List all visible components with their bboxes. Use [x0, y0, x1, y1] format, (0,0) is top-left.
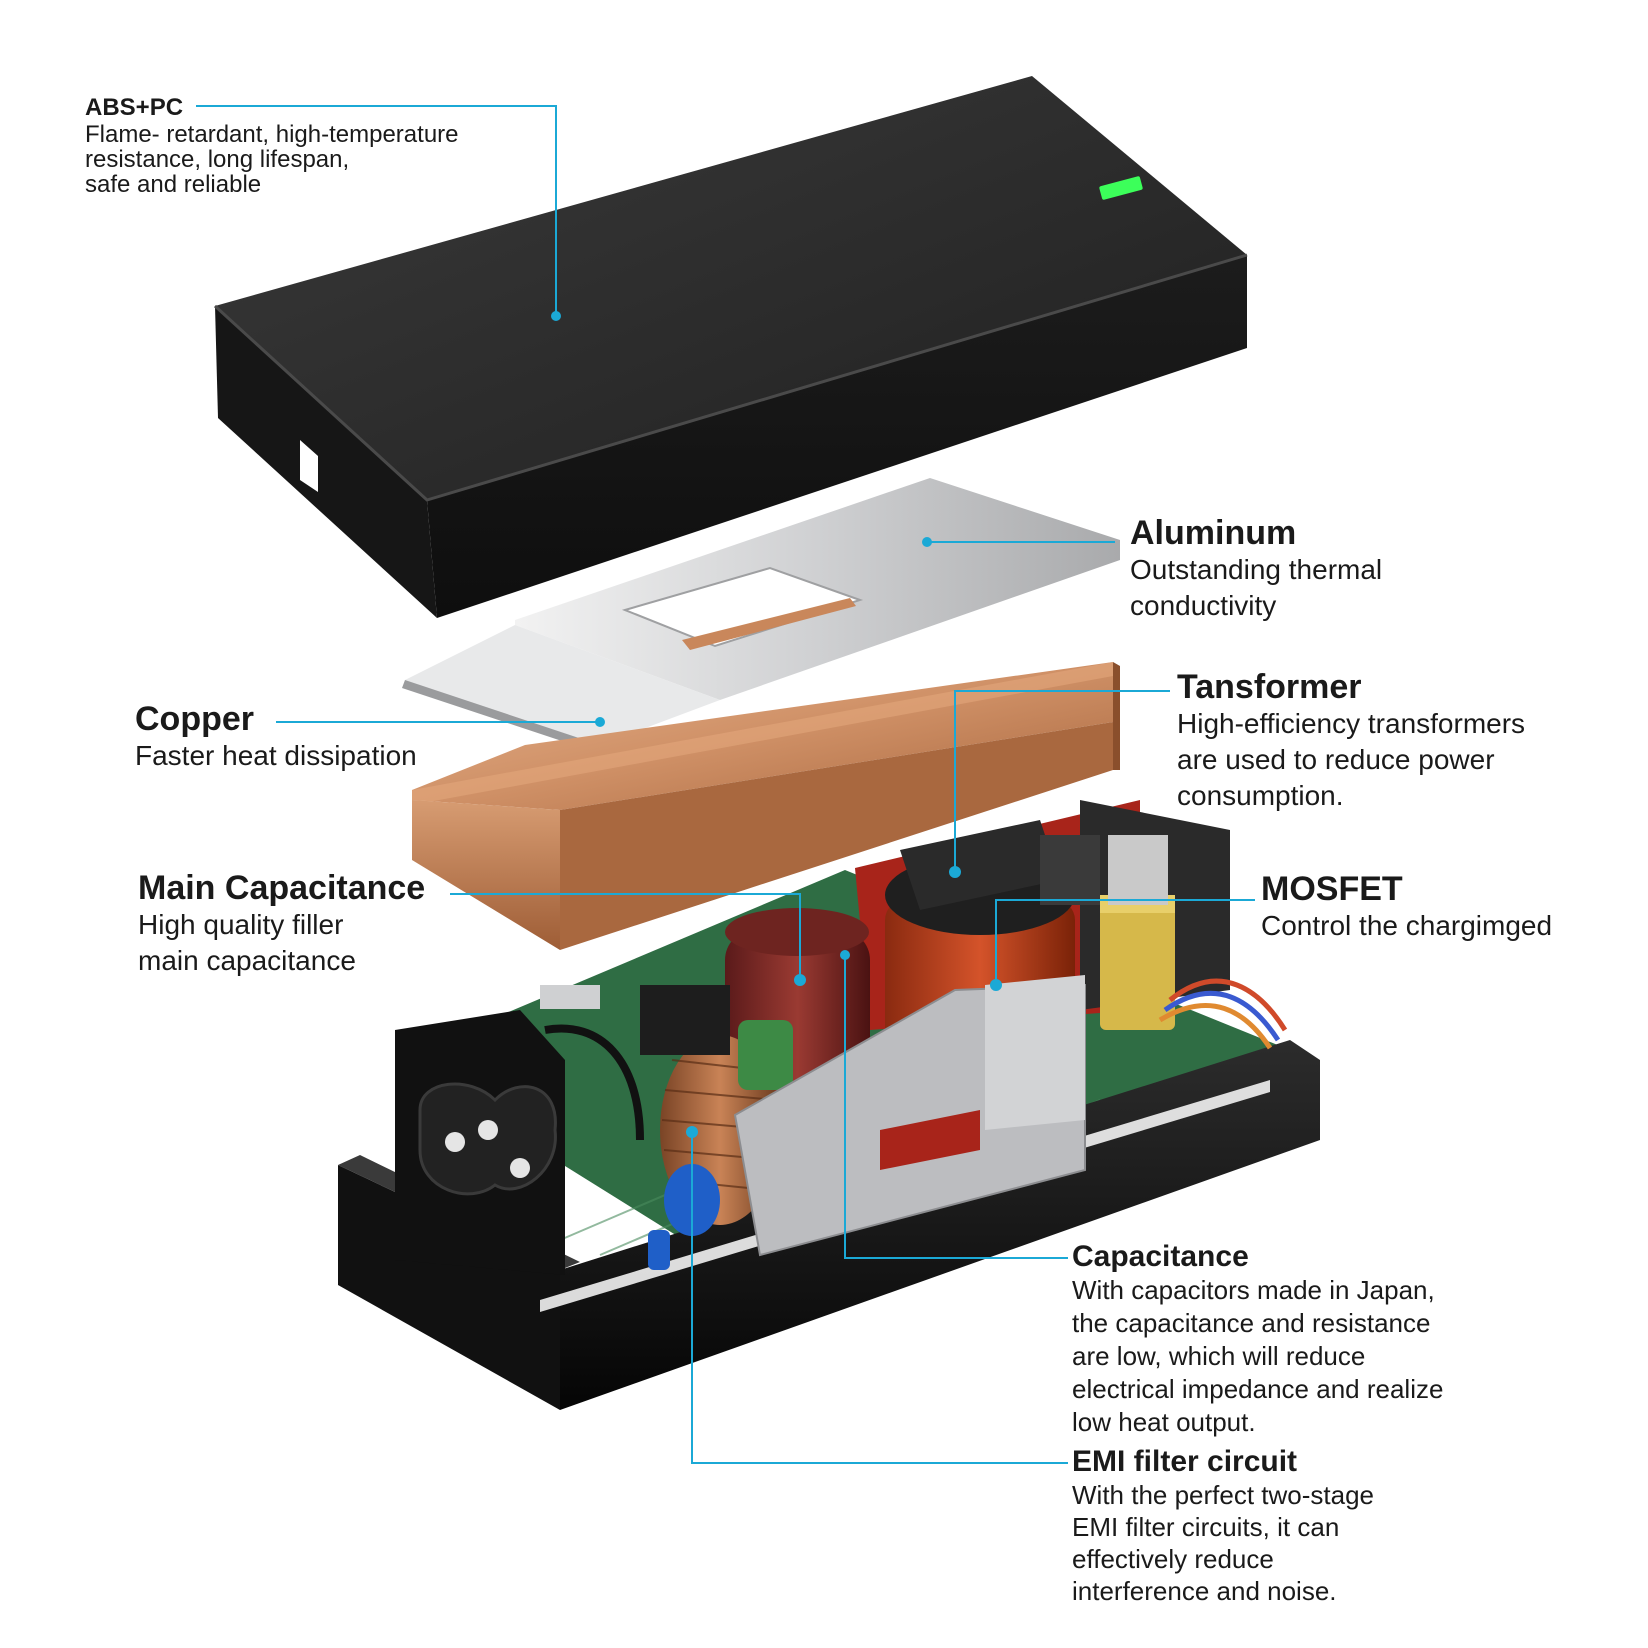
callout-emi-filter-title: EMI filter circuit	[1072, 1445, 1298, 1478]
callout-capacitance-title: Capacitance	[1072, 1240, 1249, 1273]
callout-transformer: Tansformer High-efficiency transformers …	[1177, 668, 1525, 814]
mosfet	[1100, 835, 1175, 1030]
leader-capacitance	[844, 955, 1068, 1259]
callout-abs-pc: ABS+PC Flame- retardant, high-temperatur…	[85, 94, 459, 197]
leader-emi-filter	[691, 1132, 1068, 1464]
leader-lines	[196, 105, 1255, 1464]
callout-aluminum-desc: Outstanding thermal conductivity	[1130, 554, 1383, 621]
callout-capacitance-desc: With capacitors made in Japan, the capac…	[1072, 1275, 1444, 1437]
callout-copper-desc: Faster heat dissipation	[135, 740, 417, 771]
callout-capacitance: Capacitance With capacitors made in Japa…	[1072, 1240, 1443, 1439]
leader-abs-pc	[196, 105, 557, 316]
ac-inlet	[395, 985, 644, 1275]
callout-abs-pc-title: ABS+PC	[85, 94, 184, 121]
leader-mosfet	[995, 899, 1255, 985]
callout-aluminum-title: Aluminum	[1130, 514, 1297, 552]
leader-main-capacitance	[450, 893, 801, 980]
callout-main-capacitance: Main Capacitance High quality filler mai…	[138, 869, 425, 979]
callout-main-capacitance-desc: High quality filler main capacitance	[138, 909, 356, 976]
callout-emi-filter-desc: With the perfect two-stage EMI filter ci…	[1072, 1480, 1375, 1606]
callout-emi-filter: EMI filter circuit With the perfect two-…	[1072, 1445, 1374, 1607]
led-indicator	[1099, 176, 1143, 200]
callout-copper-title: Copper	[135, 700, 254, 738]
callout-main-capacitance-title: Main Capacitance	[138, 869, 426, 907]
callout-transformer-title: Tansformer	[1177, 668, 1362, 706]
leader-dots	[551, 311, 1002, 1138]
heatsink-plate	[733, 975, 1086, 1257]
callout-copper: Copper Faster heat dissipation	[135, 700, 417, 774]
callout-mosfet-title: MOSFET	[1261, 870, 1403, 908]
callout-mosfet: MOSFET Control the chargimged	[1261, 870, 1552, 944]
callout-mosfet-desc: Control the chargimged	[1261, 910, 1553, 941]
callout-abs-pc-desc: Flame- retardant, high-temperature resis…	[85, 121, 459, 198]
callout-transformer-desc: High-efficiency transformers are used to…	[1177, 708, 1526, 811]
callout-aluminum: Aluminum Outstanding thermal conductivit…	[1130, 514, 1382, 624]
top-case	[213, 76, 1248, 618]
wires	[1158, 978, 1288, 1050]
leader-transformer	[954, 690, 1170, 872]
aluminum-sheet	[402, 478, 1120, 752]
